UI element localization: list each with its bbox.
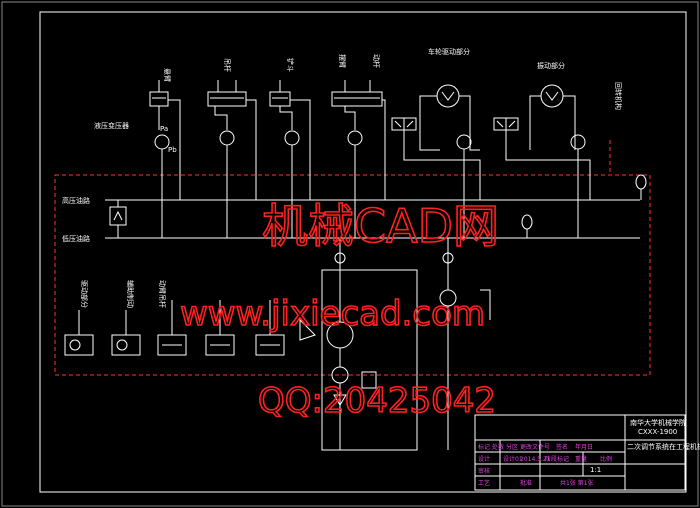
tb-role-design: 设计 — [478, 455, 490, 463]
watermark-qq: QQ:20425042 — [258, 381, 496, 421]
label-lift: 吊杆 — [223, 58, 232, 72]
tb-designer-code: 设计01 — [503, 455, 523, 463]
high-pressure-label: 高压油路 — [62, 196, 90, 205]
motor-wheel-drive — [419, 84, 480, 151]
relief-valve-left — [109, 200, 127, 238]
cylinder-swing — [331, 80, 386, 200]
cylinder-bucket — [269, 80, 311, 200]
label-wheel-drive: 车轮驱动部分 — [428, 47, 470, 56]
directional-valve-wheel — [391, 117, 481, 200]
label-slewing: 回转机构 — [614, 82, 623, 110]
directional-valve-vibration — [493, 117, 591, 200]
tb-weight-label: 重量 — [575, 455, 587, 463]
tb-stage-label: 阶段标记 — [545, 455, 569, 463]
cylinder-lift — [207, 80, 257, 200]
main-pump-section — [299, 238, 491, 451]
label-swing: 摆臂 — [338, 54, 347, 68]
label-pb: Pb — [168, 146, 177, 154]
motor-vibration — [529, 84, 576, 150]
label-bottom-drive: 驱动部分 — [80, 280, 89, 308]
tb-row-label-3: 分区 — [506, 443, 518, 451]
bottom-actuators — [64, 300, 285, 356]
label-transformer: 液压变压器 — [94, 121, 129, 130]
title-block — [474, 414, 686, 491]
label-boom: 悬臂 — [163, 68, 172, 82]
tb-date: 2014.5.21 — [520, 456, 551, 463]
tb-scale-value: 1:1 — [590, 466, 601, 474]
tb-scale-label: 比例 — [600, 455, 612, 463]
watermark-url: www.jixiecad.com — [180, 294, 485, 334]
accumulator-high — [635, 174, 647, 200]
tb-row-label-2: 处数 — [492, 443, 504, 451]
low-pressure-label: 低压油路 — [62, 234, 90, 243]
tb-role-review: 审核 — [478, 467, 490, 475]
tb-approve: 批准 — [520, 479, 532, 487]
cylinder-boom — [149, 80, 181, 200]
label-bucket: 铲斗 — [286, 58, 295, 72]
accumulator-low — [521, 214, 533, 238]
tb-sheet-info: 共1张 第1张 — [560, 479, 594, 487]
secondary-unit-row — [154, 130, 586, 238]
tb-row-label-5: 签名 — [556, 443, 568, 451]
label-swing-rod: 动杆 — [372, 54, 381, 68]
tb-role-process: 工艺 — [478, 479, 490, 487]
tb-drawing-title: 二次调节系统在工程机械中的应用 — [627, 442, 700, 451]
watermark-title: 机械CAD网 — [262, 199, 499, 253]
label-pa: Pa — [160, 125, 168, 133]
label-bottom-brake: 辅助制动 — [126, 280, 135, 308]
tb-row-label-6: 年月日 — [575, 443, 593, 451]
label-bottom-arm: 动臂吊杆 — [158, 280, 167, 308]
drawing-inner-frame — [39, 11, 687, 493]
tb-school: 南华大学机械学院 — [630, 418, 686, 427]
system-boundary-dashed — [54, 174, 651, 376]
top-labels: 悬臂 吊杆 铲斗 摆臂 动杆 车轮驱动部分 振动部分 回转机构 液压变压器 Pa… — [94, 47, 623, 154]
label-vibration: 振动部分 — [537, 61, 565, 70]
tb-row-label-1: 标记 — [478, 443, 490, 451]
tb-project: CXXX-1900 — [638, 428, 677, 436]
tb-row-label-4: 更改文件号 — [520, 443, 550, 451]
